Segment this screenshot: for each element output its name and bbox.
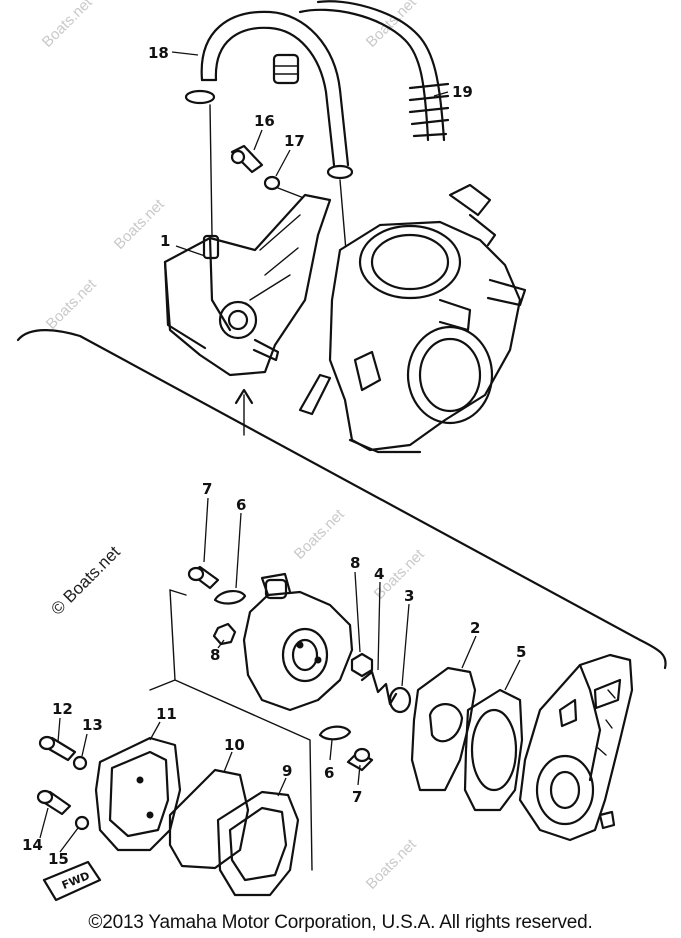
callout-16: 16 bbox=[254, 112, 275, 130]
washer-17 bbox=[263, 175, 281, 191]
throttle-body bbox=[298, 183, 527, 454]
callout-8-left: 8 bbox=[210, 646, 220, 664]
leader-lines bbox=[39, 51, 521, 853]
callout-7-upper: 7 bbox=[202, 480, 212, 498]
nut-8-right bbox=[350, 652, 374, 678]
assembly-bracket bbox=[16, 329, 667, 670]
bolt-7-upper bbox=[187, 565, 220, 590]
diaphragm-9 bbox=[216, 790, 300, 897]
callout-9: 9 bbox=[282, 762, 292, 780]
watermark-center: Boats.net bbox=[291, 505, 348, 562]
valve-3 bbox=[388, 686, 412, 714]
hose-clips bbox=[184, 89, 354, 180]
callout-14: 14 bbox=[22, 836, 43, 854]
callout-18: 18 bbox=[148, 44, 169, 62]
callout-17: 17 bbox=[284, 132, 305, 150]
bolt-12 bbox=[38, 735, 77, 762]
clip-6-upper bbox=[213, 590, 247, 605]
watermark-top-left: Boats.net bbox=[39, 0, 96, 51]
bolt-16 bbox=[230, 144, 264, 174]
bolt-7-lower bbox=[346, 747, 374, 772]
callout-3: 3 bbox=[404, 587, 414, 605]
callout-1: 1 bbox=[160, 232, 170, 250]
callout-13: 13 bbox=[82, 716, 103, 734]
callout-10: 10 bbox=[224, 736, 245, 754]
gasket-2 bbox=[410, 666, 477, 792]
callout-4: 4 bbox=[374, 565, 384, 583]
hose-18 bbox=[200, 10, 350, 167]
callout-6-lower: 6 bbox=[324, 764, 334, 782]
clip-6-lower bbox=[318, 725, 352, 741]
hose-19 bbox=[298, 0, 450, 142]
arrow-up bbox=[234, 388, 254, 436]
diaphragm-5 bbox=[463, 688, 524, 812]
pump-body-lower bbox=[242, 572, 354, 712]
watermark-right-low: Boats.net bbox=[363, 835, 420, 892]
nut-8-left bbox=[212, 622, 237, 646]
pump-cover-right bbox=[518, 653, 634, 842]
callout-5: 5 bbox=[516, 643, 526, 661]
callout-12: 12 bbox=[52, 700, 73, 718]
watermark-main: © Boats.net bbox=[47, 542, 124, 619]
callout-15: 15 bbox=[48, 850, 69, 868]
watermark-left-mid: Boats.net bbox=[43, 275, 100, 332]
fwd-plate: FWD bbox=[42, 860, 102, 902]
callout-2: 2 bbox=[470, 619, 480, 637]
washer-13 bbox=[72, 755, 88, 771]
callout-19: 19 bbox=[452, 83, 473, 101]
fuel-pump-assembly-upper bbox=[163, 193, 332, 377]
callout-8-right: 8 bbox=[350, 554, 360, 572]
callout-11: 11 bbox=[156, 705, 177, 723]
bolt-14 bbox=[36, 789, 72, 816]
washer-15 bbox=[74, 815, 90, 831]
copyright-notice: ©2013 Yamaha Motor Corporation, U.S.A. A… bbox=[88, 912, 593, 933]
callout-7-lower: 7 bbox=[352, 788, 362, 806]
callout-6-upper: 6 bbox=[236, 496, 246, 514]
cover-11 bbox=[94, 736, 182, 852]
callout-numbers: 18 19 16 17 1 7 6 8 4 3 2 5 8 6 7 12 13 … bbox=[22, 44, 526, 868]
exploded-frame bbox=[149, 589, 313, 871]
gasket-10 bbox=[168, 768, 250, 870]
fitting-top bbox=[272, 53, 300, 85]
